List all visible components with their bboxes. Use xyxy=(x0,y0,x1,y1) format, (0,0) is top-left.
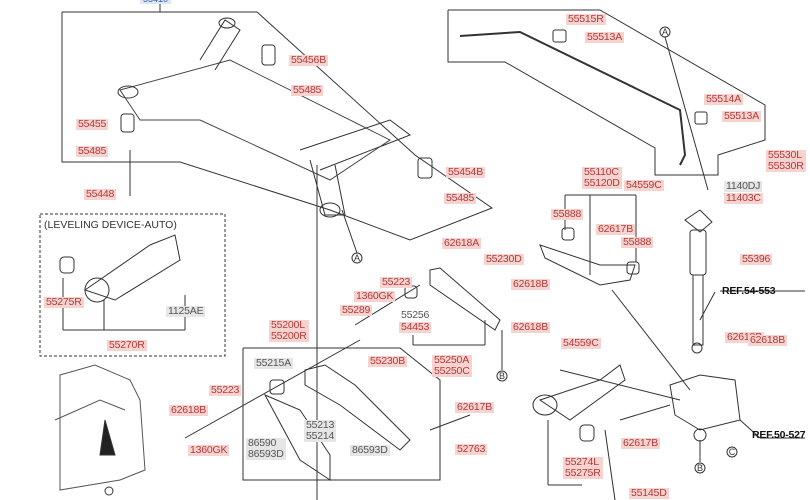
top-part-id: 55410 xyxy=(140,0,172,4)
leveling-box xyxy=(39,213,226,357)
part-label[interactable]: 55270R xyxy=(107,339,147,351)
stabilizer-group-outline xyxy=(447,9,766,176)
part-label[interactable]: 54453 xyxy=(399,321,432,333)
part-label[interactable]: 62617B xyxy=(596,223,636,235)
leveling-caption: (LEVELING DEVICE-AUTO) xyxy=(44,219,177,231)
part-label[interactable]: 52763 xyxy=(455,443,488,455)
part-label[interactable]: 62617B xyxy=(621,437,661,449)
part-label[interactable]: 62617B xyxy=(455,401,495,413)
marker-C: C xyxy=(729,447,736,457)
ref-label[interactable]: REF.50-527 xyxy=(752,429,806,441)
part-label[interactable]: 55145D xyxy=(629,487,669,499)
part-label[interactable]: 62618B xyxy=(511,321,551,333)
part-label[interactable]: 55275R xyxy=(44,296,84,308)
marker-B: B xyxy=(499,371,505,381)
lower-arm-group-outline xyxy=(242,347,441,481)
part-label[interactable]: 62618A xyxy=(442,237,482,249)
marker-B: B xyxy=(697,463,703,473)
part-label[interactable]: 1360GK xyxy=(188,444,230,456)
part-label[interactable]: 55455 xyxy=(76,118,109,130)
part-label[interactable]: 55223 xyxy=(380,276,413,288)
part-label[interactable]: 55454B xyxy=(446,166,486,178)
part-label[interactable]: 62618B xyxy=(169,404,209,416)
crossmember-group-outline xyxy=(61,11,494,241)
part-label[interactable]: 86593D xyxy=(350,444,390,456)
part-label[interactable]: 55230B xyxy=(368,355,408,367)
part-label[interactable]: 62618B xyxy=(511,278,551,290)
ref-label[interactable]: REF.54-553 xyxy=(722,285,776,297)
part-label[interactable]: 55888 xyxy=(551,208,584,220)
part-label[interactable]: 1360GK xyxy=(354,290,396,302)
part-label[interactable]: 55256 xyxy=(401,309,430,321)
part-label[interactable]: 55514A xyxy=(704,93,744,105)
part-label[interactable]: 11403C xyxy=(724,192,763,204)
marker-A: A xyxy=(354,253,360,263)
part-label[interactable]: 62618B xyxy=(748,334,788,346)
part-label[interactable]: 55485 xyxy=(291,84,324,96)
part-label[interactable]: 62618B xyxy=(725,331,765,343)
part-label[interactable]: 55888 xyxy=(621,236,654,248)
part-label[interactable]: 55456B xyxy=(289,54,329,66)
part-label[interactable]: 55230D xyxy=(484,253,524,265)
part-label[interactable]: 54559C xyxy=(624,179,664,191)
part-label[interactable]: 1125AE xyxy=(166,305,206,317)
part-label[interactable]: 55289 xyxy=(340,304,373,316)
part-label[interactable]: 55215A xyxy=(254,357,294,369)
part-label[interactable]: 55485 xyxy=(444,192,477,204)
part-label[interactable]: 1140DJ xyxy=(724,180,763,192)
part-label[interactable]: 55485 xyxy=(76,145,109,157)
part-label[interactable]: 55448 xyxy=(84,188,117,200)
part-label[interactable]: 55223 xyxy=(209,384,242,396)
marker-A: A xyxy=(662,27,668,37)
part-label[interactable]: 55513A xyxy=(722,110,762,122)
part-label[interactable]: 55513A xyxy=(585,31,625,43)
part-label[interactable]: 55515R xyxy=(566,13,606,25)
part-label[interactable]: 55396 xyxy=(740,253,773,265)
part-label[interactable]: 54559C xyxy=(561,337,601,349)
